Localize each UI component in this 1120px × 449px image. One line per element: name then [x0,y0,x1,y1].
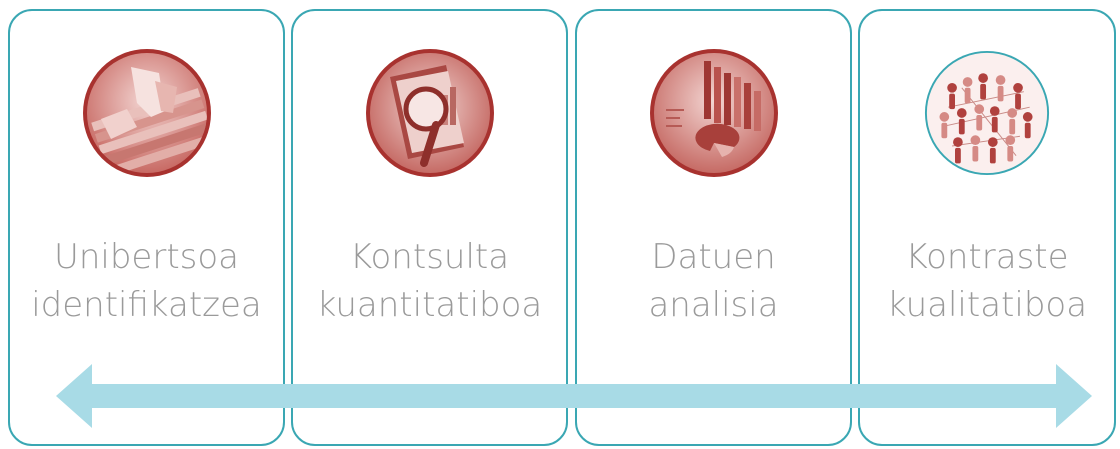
step-card-3: Datuen analisia [575,9,852,446]
step-label-line-1: Unibertsoa [53,237,240,277]
step-label: Datuen analisia [577,233,850,329]
step-label-line-2: kuantitatiboa [316,285,543,325]
step-card-2: Kontsulta kuantitatiboa [291,9,568,446]
step-label-line-2: kualitatiboa [886,285,1088,325]
step-card-1: Unibertsoa identifikatzea [8,9,285,446]
step-label: Unibertsoa identifikatzea [10,233,283,329]
step-label-line-1: Datuen [651,237,776,277]
magnifier-icon [364,47,496,179]
step-label: Kontraste kualitatiboa [860,233,1114,329]
step-label-line-1: Kontraste [905,237,1069,277]
step-label: Kontsulta kuantitatiboa [293,233,566,329]
step-label-line-1: Kontsulta [349,237,510,277]
file-folders-icon [81,47,213,179]
people-network-icon [923,49,1051,177]
step-label-line-2: analisia [648,285,779,325]
double-arrow [56,364,1092,428]
step-card-4: Kontraste kualitatiboa [858,9,1116,446]
step-label-line-2: identifikatzea [31,285,262,325]
bar-chart-icon [648,47,780,179]
